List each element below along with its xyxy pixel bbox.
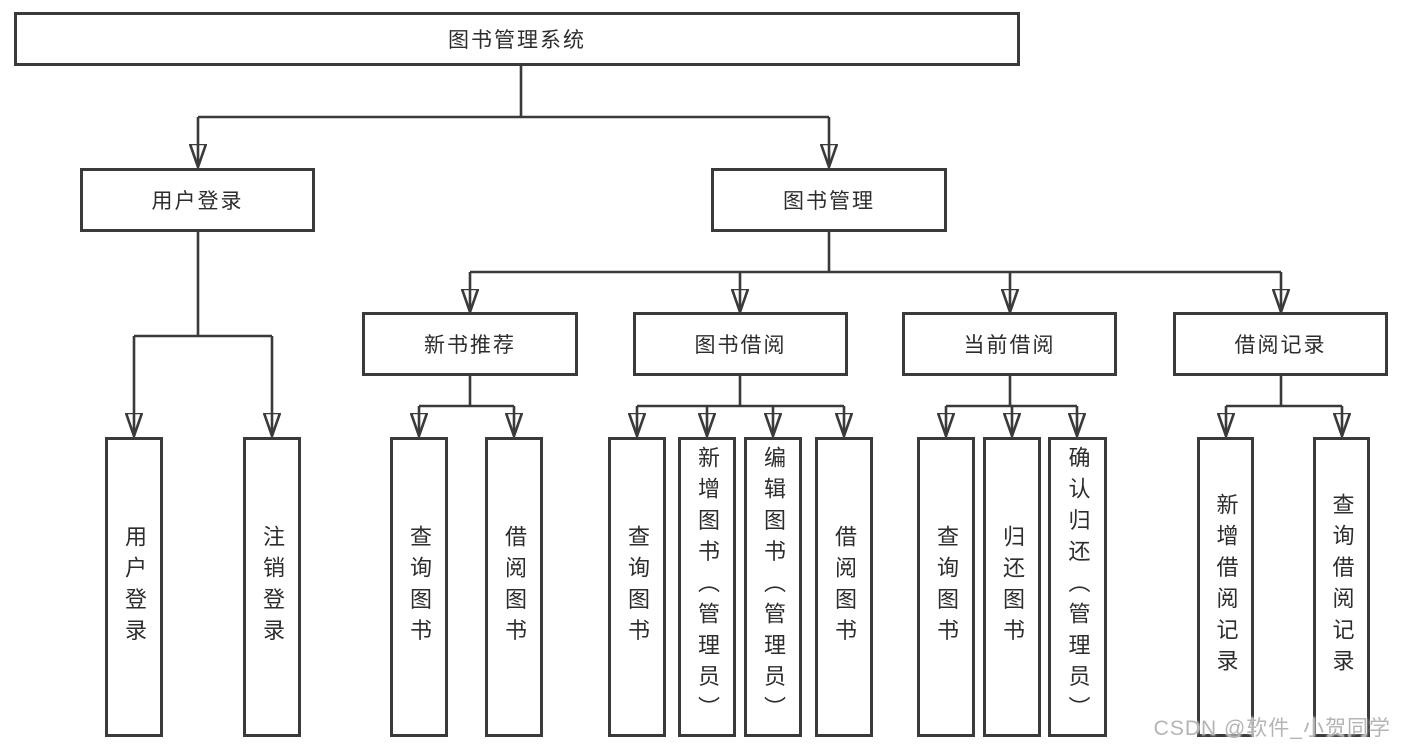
node-user-login-label: 用户登录 [151, 190, 244, 213]
leaf-edit-books-admin-label: 编辑图书（管理员） [761, 446, 786, 728]
node-root-label: 图书管理系统 [448, 29, 586, 52]
leaf-return-books-label: 归还图书 [1000, 524, 1025, 650]
node-current-borrow: 当前借阅 [902, 312, 1117, 376]
node-book-borrow-label: 图书借阅 [694, 334, 787, 357]
leaf-query-books-3-label: 查询图书 [934, 524, 959, 650]
leaf-query-books-2-label: 查询图书 [625, 524, 650, 650]
node-new-book-recommend: 新书推荐 [362, 312, 578, 376]
node-current-borrow-label: 当前借阅 [963, 334, 1056, 357]
node-new-book-recommend-label: 新书推荐 [424, 334, 516, 357]
leaf-query-books-1-label: 查询图书 [407, 524, 432, 650]
leaf-add-books-admin-label: 新增图书（管理员） [695, 446, 720, 728]
leaf-user-login-label: 用户登录 [122, 524, 147, 650]
node-book-management: 图书管理 [711, 168, 947, 232]
leaf-add-books-admin: 新增图书（管理员） [678, 437, 736, 737]
leaf-borrow-books-1: 借阅图书 [485, 437, 543, 737]
leaf-logout-label: 注销登录 [260, 524, 285, 650]
leaf-borrow-books-2-label: 借阅图书 [832, 524, 857, 650]
leaf-borrow-books-1-label: 借阅图书 [502, 524, 527, 650]
leaf-add-borrow-record-label: 新增借阅记录 [1213, 493, 1239, 681]
leaf-return-books: 归还图书 [983, 437, 1041, 737]
leaf-logout: 注销登录 [243, 437, 301, 737]
leaf-add-borrow-record: 新增借阅记录 [1197, 437, 1254, 737]
leaf-query-borrow-record: 查询借阅记录 [1313, 437, 1370, 737]
leaf-query-borrow-record-label: 查询借阅记录 [1329, 493, 1355, 681]
node-root: 图书管理系统 [14, 12, 1020, 66]
leaf-user-login: 用户登录 [105, 437, 163, 737]
node-book-management-label: 图书管理 [783, 190, 875, 213]
node-book-borrow: 图书借阅 [633, 312, 848, 376]
leaf-confirm-return-admin-label: 确认归还（管理员） [1065, 446, 1091, 728]
leaf-confirm-return-admin: 确认归还（管理员） [1048, 437, 1107, 737]
leaf-edit-books-admin: 编辑图书（管理员） [744, 437, 802, 737]
node-borrow-records: 借阅记录 [1173, 312, 1388, 376]
node-borrow-records-label: 借阅记录 [1234, 334, 1327, 357]
node-user-login: 用户登录 [80, 168, 315, 232]
csdn-watermark: CSDN @软件_小贺同学 [1153, 717, 1391, 740]
leaf-query-books-3: 查询图书 [917, 437, 975, 737]
leaf-query-books-2: 查询图书 [608, 437, 666, 737]
leaf-borrow-books-2: 借阅图书 [815, 437, 873, 737]
leaf-query-books-1: 查询图书 [390, 437, 448, 737]
